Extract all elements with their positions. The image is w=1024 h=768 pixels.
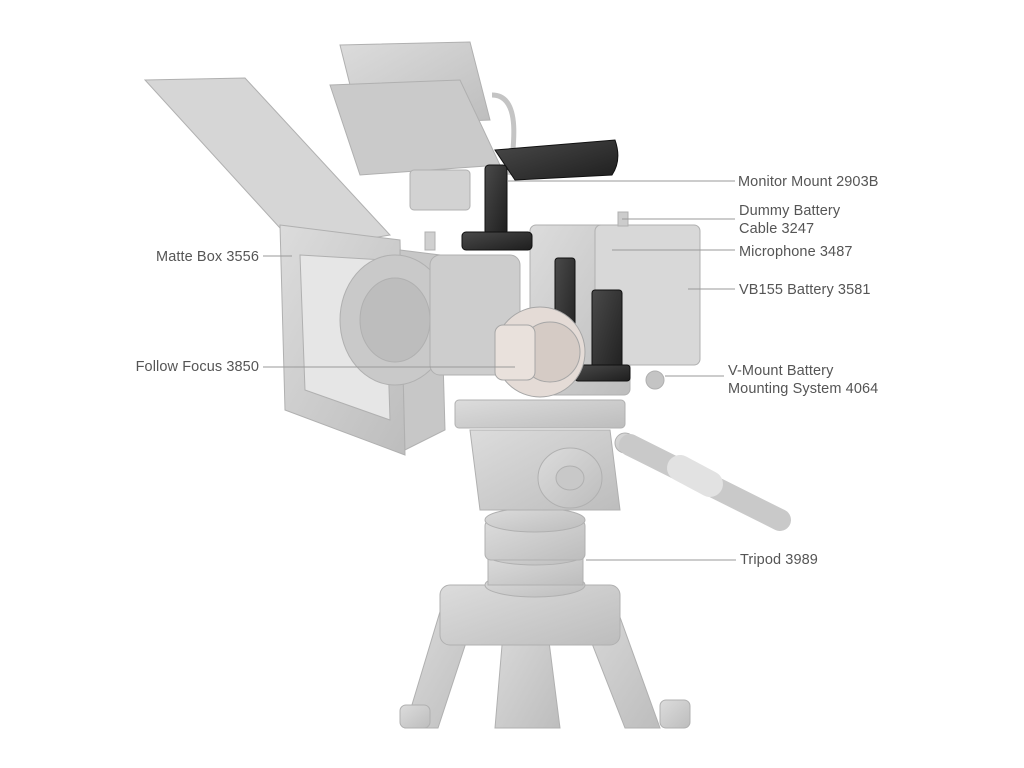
callout-microphone: Microphone 3487 (739, 244, 853, 260)
callout-dummy-battery-cable: Dummy Battery Cable 3247 (739, 203, 841, 237)
callout-v-mount-system: V-Mount Battery Mounting System 4064 (728, 363, 879, 397)
tripod-column (484, 507, 586, 598)
tripod-legs (399, 584, 691, 729)
callout-vb155-battery: VB155 Battery 3581 (739, 282, 871, 298)
callout-matte-box: Matte Box 3556 (156, 249, 259, 265)
fluid-head (454, 399, 636, 511)
monitor (329, 41, 517, 211)
callout-follow-focus: Follow Focus 3850 (135, 359, 259, 375)
follow-focus (494, 306, 586, 398)
leader-lines (263, 180, 736, 561)
callout-monitor-mount: Monitor Mount 2903B (738, 174, 879, 190)
pan-handle (619, 434, 791, 531)
callout-tripod: Tripod 3989 (740, 552, 818, 568)
